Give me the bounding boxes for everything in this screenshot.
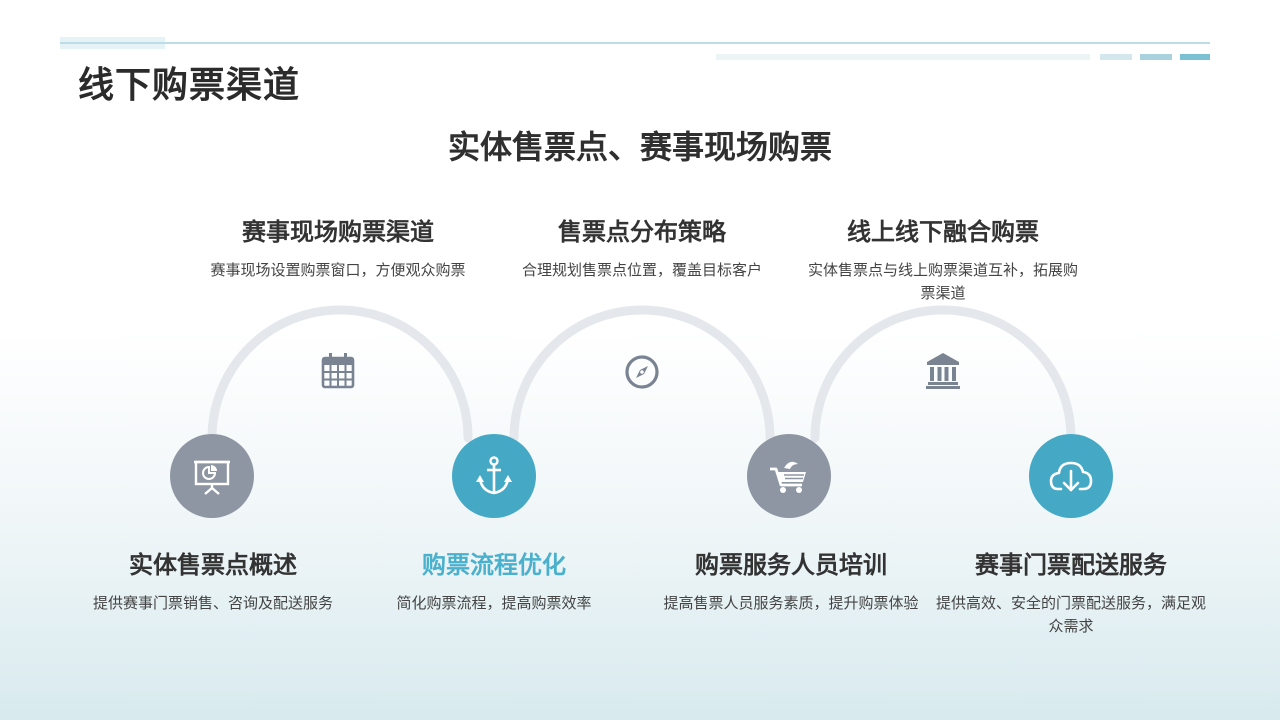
top-item-2: 售票点分布策略 合理规划售票点位置，覆盖目标客户 — [492, 212, 792, 282]
arc-3 — [810, 305, 1076, 443]
bottom-item-title: 赛事门票配送服务 — [975, 551, 1167, 579]
header-decor-dash-3 — [1180, 54, 1210, 60]
top-item-3: 线上线下融合购票 实体售票点与线上购票渠道互补，拓展购票渠道 — [801, 212, 1085, 305]
arc-2 — [509, 305, 775, 443]
bottom-item-desc: 提供高效、安全的门票配送服务，满足观众需求 — [936, 594, 1207, 635]
bottom-item-1: 实体售票点概述 提供赛事门票销售、咨询及配送服务 — [72, 545, 354, 615]
top-item-1: 赛事现场购票渠道 赛事现场设置购票窗口，方便观众购票 — [188, 212, 488, 282]
header-decor-dash-1 — [1100, 54, 1132, 60]
header-decor-line — [60, 42, 1210, 44]
top-item-title: 赛事现场购票渠道 — [242, 218, 434, 246]
page-title: 线下购票渠道 — [78, 65, 301, 106]
header-decor-right-strip — [716, 54, 1090, 60]
presentation-icon — [170, 434, 254, 518]
bank-icon — [923, 351, 963, 391]
bottom-item-3: 购票服务人员培训 提高售票人员服务素质，提升购票体验 — [657, 545, 925, 615]
shopping-cart-icon — [747, 434, 831, 518]
cloud-download-icon — [1029, 434, 1113, 518]
anchor-icon — [452, 434, 536, 518]
top-item-desc: 合理规划售票点位置，覆盖目标客户 — [521, 261, 762, 279]
calendar-icon — [318, 351, 358, 391]
bottom-item-4: 赛事门票配送服务 提供高效、安全的门票配送服务，满足观众需求 — [936, 545, 1206, 638]
bottom-item-2: 购票流程优化 简化购票流程，提高购票效率 — [354, 545, 634, 615]
bottom-item-title-highlighted: 购票流程优化 — [422, 551, 566, 579]
top-item-title: 线上线下融合购票 — [847, 218, 1039, 246]
bottom-item-desc: 简化购票流程，提高购票效率 — [396, 594, 592, 612]
bottom-item-title: 实体售票点概述 — [129, 551, 297, 579]
page-subtitle: 实体售票点、赛事现场购票 — [447, 128, 832, 166]
bottom-item-desc: 提高售票人员服务素质，提升购票体验 — [663, 594, 919, 612]
top-item-title: 售票点分布策略 — [558, 218, 726, 246]
header-decor-dash-2 — [1140, 54, 1172, 60]
arc-1 — [207, 305, 473, 443]
compass-icon — [622, 352, 662, 392]
top-item-desc: 赛事现场设置购票窗口，方便观众购票 — [210, 261, 466, 279]
bottom-item-desc: 提供赛事门票销售、咨询及配送服务 — [92, 594, 333, 612]
bottom-item-title: 购票服务人员培训 — [695, 551, 887, 579]
top-item-desc: 实体售票点与线上购票渠道互补，拓展购票渠道 — [807, 261, 1078, 302]
